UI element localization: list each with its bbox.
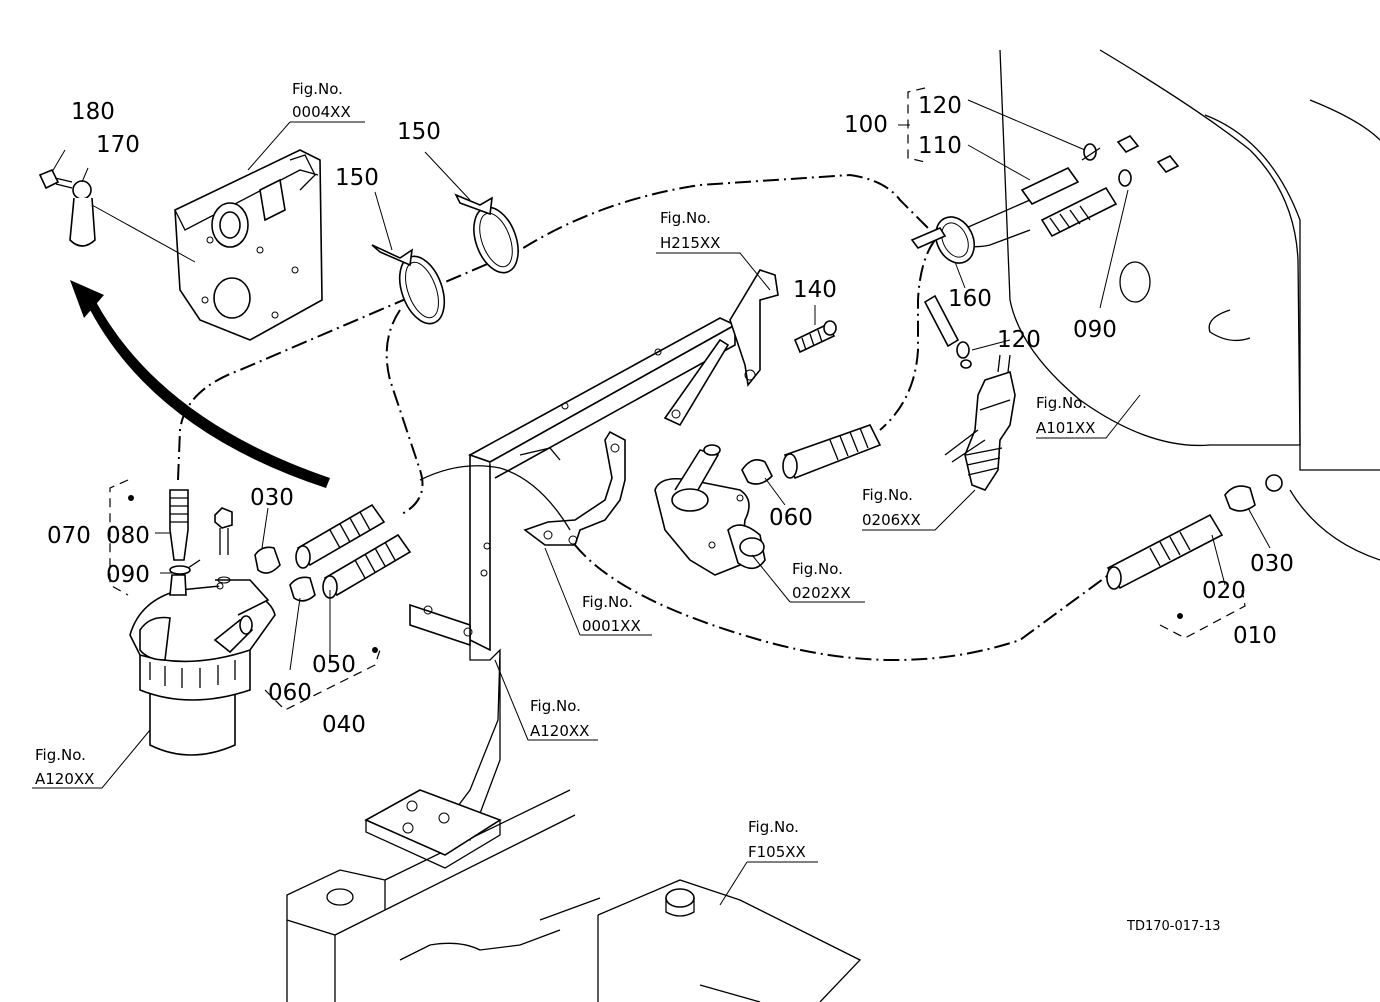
injection-nozzle: [944, 354, 1016, 491]
label-100: 100: [844, 112, 888, 138]
part-number-labels: 180 170 150 150 100 120 110 160 090 120 …: [47, 93, 1294, 738]
fig-label-a120-center: Fig.No.: [530, 697, 581, 715]
label-180: 180: [71, 99, 115, 125]
hose-sleeve-020: [1106, 513, 1224, 590]
label-030-left: 030: [250, 485, 294, 511]
fig-label-f105: Fig.No.: [748, 818, 799, 836]
label-070: 070: [47, 523, 91, 549]
label-090-right: 090: [1073, 317, 1117, 343]
fuel-filter: [129, 574, 276, 756]
hose-route-e: [879, 239, 936, 431]
figure-reference-labels: Fig.No. 0004XX Fig.No. H215XX Fig.No. A1…: [35, 80, 1221, 934]
clip-060-left: [289, 576, 316, 602]
clip-120-right: [956, 341, 972, 369]
label-140: 140: [793, 277, 837, 303]
hose-band-160: [910, 216, 976, 264]
fig-ref-a120-left: A120XX: [35, 770, 94, 788]
hose-sleeve-040-upper: [295, 503, 386, 569]
kit-bracket-010: [1159, 589, 1246, 639]
cylinder-head: [174, 149, 323, 341]
hose-sleeve-top: [1040, 186, 1118, 238]
label-120-top: 120: [918, 93, 962, 119]
fuel-pump: [654, 444, 766, 576]
fig-label-a101: Fig.No.: [1036, 394, 1087, 412]
label-120-right: 120: [997, 327, 1041, 353]
leader-lines: [32, 99, 1271, 906]
fig-ref-0206: 0206XX: [862, 511, 921, 529]
fig-ref-h215: H215XX: [660, 234, 720, 252]
label-090-left: 090: [106, 562, 150, 588]
cap-top-2: [1156, 154, 1180, 174]
fig-label-0206: Fig.No.: [862, 486, 913, 504]
label-030-right: 030: [1250, 551, 1294, 577]
hose-sleeve-080: [169, 489, 189, 561]
fig-ref-a101: A101XX: [1036, 419, 1095, 437]
hose-route-c: [574, 544, 1119, 661]
fig-label-0202: Fig.No.: [792, 560, 843, 578]
chassis-frame: [286, 789, 862, 1002]
fig-ref-f105: F105XX: [748, 843, 806, 861]
fig-ref-a120-center: A120XX: [530, 722, 589, 740]
bracket-h215: [729, 269, 779, 387]
label-110: 110: [918, 133, 962, 159]
engine-block-outline: [999, 49, 1380, 561]
hose-route-a: [177, 173, 931, 481]
label-170: 170: [96, 132, 140, 158]
clip-090-left: [169, 559, 201, 575]
label-050: 050: [312, 652, 356, 678]
clip-030-right: [1224, 485, 1256, 512]
clip-060-right: [741, 459, 773, 485]
kit-bracket-070: [109, 479, 129, 596]
drawing-code: TD170-017-13: [1126, 919, 1221, 934]
label-010: 010: [1233, 623, 1277, 649]
eye-bolt-140: [793, 320, 837, 354]
label-060-right: 060: [769, 505, 813, 531]
fig-label-0001: Fig.No.: [582, 593, 633, 611]
label-060-left: 060: [268, 680, 312, 706]
hose-sleeve-mid: [782, 424, 882, 480]
fig-label-h215: Fig.No.: [660, 209, 711, 227]
small-bracket: [523, 430, 626, 546]
hose-sleeve-050: [322, 533, 412, 599]
fig-label-a120-left: Fig.No.: [35, 746, 86, 764]
fig-ref-0202: 0202XX: [792, 584, 851, 602]
hose-route-b: [385, 309, 424, 516]
clip-090-top: [1118, 169, 1132, 187]
bolt-180: [38, 168, 73, 190]
hose-route-d: [419, 465, 571, 531]
cap-top-1: [1116, 134, 1140, 154]
label-020: 020: [1202, 578, 1246, 604]
label-150-right: 150: [397, 119, 441, 145]
clip-030-left: [254, 546, 281, 574]
mounting-bracket: [364, 317, 737, 869]
clip-120-top: [1081, 143, 1101, 161]
banjo-bolt: [214, 507, 233, 584]
label-040: 040: [322, 712, 366, 738]
hose-short-120: [923, 294, 960, 348]
hose-110: [1020, 166, 1080, 206]
direction-arrow: [70, 280, 330, 488]
label-080: 080: [106, 523, 150, 549]
kit-bracket-040: [264, 649, 381, 711]
hose-band-150-left: [371, 244, 446, 325]
p-clamp-170: [69, 180, 96, 247]
label-150-left: 150: [335, 165, 379, 191]
fig-ref-0004: 0004XX: [292, 103, 351, 121]
hose-band-150-right: [454, 193, 519, 274]
fig-ref-0001: 0001XX: [582, 617, 641, 635]
label-160: 160: [948, 286, 992, 312]
fig-label-0004: Fig.No.: [292, 80, 343, 98]
